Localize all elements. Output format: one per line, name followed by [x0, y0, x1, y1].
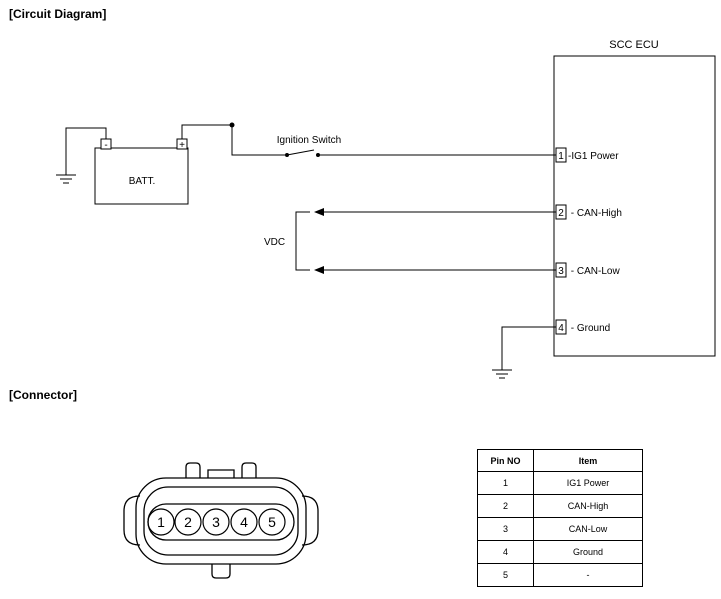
svg-text:1: 1: [157, 514, 165, 530]
vdc-bracket: [295, 211, 310, 271]
ground-symbol-ecu: [492, 369, 512, 379]
item-cell: CAN-Low: [533, 517, 643, 541]
header-pin-no: Pin NO: [477, 449, 534, 472]
ecu-label: SCC ECU: [609, 39, 659, 51]
svg-text:5: 5: [268, 514, 276, 530]
table-row: 2 CAN-High: [477, 494, 643, 518]
ignition-switch-label: Ignition Switch: [277, 135, 341, 146]
pin-no-cell: 2: [477, 494, 534, 518]
pin-no-cell: 1: [477, 471, 534, 495]
svg-text:2: 2: [184, 514, 192, 530]
pin-terminal-2: 2: [555, 204, 567, 220]
connector-pin-5: 5: [258, 508, 286, 536]
header-item: Item: [533, 449, 643, 472]
wire-junction: [229, 122, 235, 128]
ground-symbol-battery: [56, 174, 76, 184]
battery-ground-wire: [65, 127, 107, 175]
svg-text:1: 1: [558, 151, 564, 162]
pin-no-cell: 5: [477, 563, 534, 587]
connector-pin-1: 1: [147, 508, 175, 536]
pin-table: Pin NO Item 1 IG1 Power 2 CAN-High 3 CAN…: [477, 449, 643, 587]
battery-positive-wire: [181, 124, 285, 156]
pin-label-2: - CAN-High: [568, 208, 622, 219]
pin-table-header-row: Pin NO Item: [477, 449, 643, 472]
ecu-box: [553, 55, 716, 357]
connector-pin-4: 4: [230, 508, 258, 536]
vdc-label: VDC: [264, 237, 285, 248]
svg-text:3: 3: [558, 266, 564, 277]
switch-lever: [286, 149, 315, 156]
battery-box: [94, 147, 189, 205]
table-row: 5 -: [477, 563, 643, 587]
pin-terminal-4: 4: [555, 319, 567, 335]
connector-pin-3: 3: [202, 508, 230, 536]
battery-positive-sign: +: [179, 140, 185, 151]
pin-label-4: - Ground: [568, 323, 610, 334]
connector-pin-2: 2: [174, 508, 202, 536]
item-cell: IG1 Power: [533, 471, 643, 495]
ecu-ground-wire: [501, 326, 556, 370]
svg-text:4: 4: [558, 323, 564, 334]
battery-negative-sign: -: [104, 140, 107, 151]
connector-drawing: [123, 462, 319, 579]
pin-label-1: -IG1 Power: [568, 151, 619, 162]
svg-text:3: 3: [212, 514, 220, 530]
pin-terminal-1: 1: [555, 147, 567, 163]
table-row: 3 CAN-Low: [477, 517, 643, 541]
svg-text:2: 2: [558, 208, 564, 219]
item-cell: CAN-High: [533, 494, 643, 518]
can-high-arrow-icon: [314, 208, 324, 216]
table-row: 4 Ground: [477, 540, 643, 564]
item-cell: Ground: [533, 540, 643, 564]
circuit-diagram-title: [Circuit Diagram]: [9, 7, 107, 21]
pin-label-3: - CAN-Low: [568, 266, 620, 277]
pin-terminal-3: 3: [555, 262, 567, 278]
can-low-arrow-icon: [314, 266, 324, 274]
pin-no-cell: 3: [477, 517, 534, 541]
pin-no-cell: 4: [477, 540, 534, 564]
connector-title: [Connector]: [9, 388, 77, 402]
table-row: 1 IG1 Power: [477, 471, 643, 495]
item-cell: -: [533, 563, 643, 587]
battery-label: BATT.: [129, 176, 155, 187]
svg-text:4: 4: [240, 514, 248, 530]
